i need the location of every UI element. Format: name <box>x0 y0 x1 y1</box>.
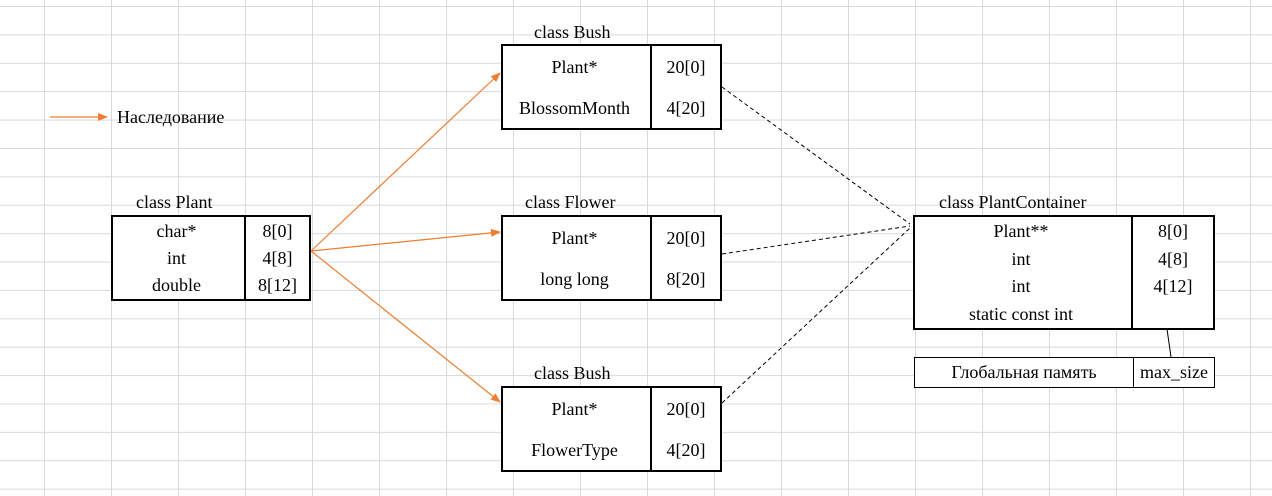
global-memory-box: Глобальная память max_size <box>914 357 1215 388</box>
flower-class-table: Plant* 20[0] long long 8[20] <box>501 215 722 301</box>
container-class-table: Plant** 8[0] int 4[8] int 4[12] static cons… <box>913 215 1215 330</box>
flower-class-title: class Flower <box>525 192 616 212</box>
dashed-link-bush-bottom <box>721 227 911 404</box>
field-type: Plant* <box>503 388 652 429</box>
bush-bottom-class-title: class Bush <box>534 363 611 383</box>
bush-top-class-table: Plant* 20[0] BlossomMonth 4[20] <box>501 44 722 130</box>
plant-class-title: class Plant <box>136 192 213 212</box>
field-type: int <box>113 244 246 272</box>
inheritance-arrow-bush-bottom <box>310 250 501 403</box>
table-row: int 4[8] <box>915 244 1213 273</box>
dashed-link-bush-top <box>721 86 911 225</box>
table-row: Plant* 20[0] <box>503 217 720 258</box>
global-memory-label: Глобальная память <box>915 358 1134 387</box>
field-offset: 8[0] <box>1158 220 1188 241</box>
legend-label: Наследование <box>117 107 225 127</box>
field-type: static const int <box>915 300 1133 328</box>
table-row: int 4[8] <box>113 244 309 272</box>
dashed-link-flower <box>721 225 911 255</box>
field-offset: 4[20] <box>666 97 706 118</box>
field-type: FlowerType <box>503 429 652 470</box>
field-type: char* <box>113 217 246 245</box>
table-row: Plant* 20[0] <box>503 388 720 429</box>
field-offset: 8[12] <box>258 275 297 296</box>
field-type: Plant* <box>503 217 652 258</box>
field-offset: 20[0] <box>666 227 706 248</box>
field-type: Plant* <box>503 46 652 87</box>
field-type: double <box>113 271 246 299</box>
field-offset: 20[0] <box>666 56 706 77</box>
field-type: BlossomMonth <box>503 87 652 128</box>
field-offset: 8[0] <box>262 220 293 241</box>
inheritance-arrow-flower <box>310 228 501 252</box>
field-type: int <box>915 272 1133 301</box>
table-row: FlowerType 4[20] <box>503 429 720 470</box>
field-type: Plant** <box>915 217 1133 245</box>
field-offset: 20[0] <box>666 398 706 419</box>
global-memory-value: max_size <box>1140 362 1208 382</box>
bush-bottom-class-table: Plant* 20[0] FlowerType 4[20] <box>501 386 722 472</box>
field-offset: 4[12] <box>1153 276 1193 297</box>
field-type: long long <box>503 258 652 299</box>
table-row: int 4[12] <box>915 272 1213 301</box>
table-row: Plant* 20[0] <box>503 46 720 87</box>
field-offset: 4[8] <box>1158 248 1188 269</box>
field-offset: 8[20] <box>666 268 706 289</box>
field-offset: 4[20] <box>666 439 706 460</box>
field-offset: 4[8] <box>262 247 293 268</box>
table-row: Plant** 8[0] <box>915 217 1213 245</box>
table-row: Глобальная память max_size <box>915 358 1214 387</box>
table-row: BlossomMonth 4[20] <box>503 87 720 128</box>
table-row: double 8[12] <box>113 271 309 299</box>
plant-class-table: char* 8[0] int 4[8] double 8[12] <box>111 215 311 301</box>
table-row: long long 8[20] <box>503 258 720 299</box>
table-row: static const int <box>915 300 1213 328</box>
field-offset <box>1132 300 1213 328</box>
container-class-title: class PlantContainer <box>939 192 1087 212</box>
bush-top-class-title: class Bush <box>534 22 611 42</box>
inheritance-arrow-bush-top <box>310 72 501 252</box>
table-row: char* 8[0] <box>113 217 309 245</box>
field-type: int <box>915 244 1133 273</box>
